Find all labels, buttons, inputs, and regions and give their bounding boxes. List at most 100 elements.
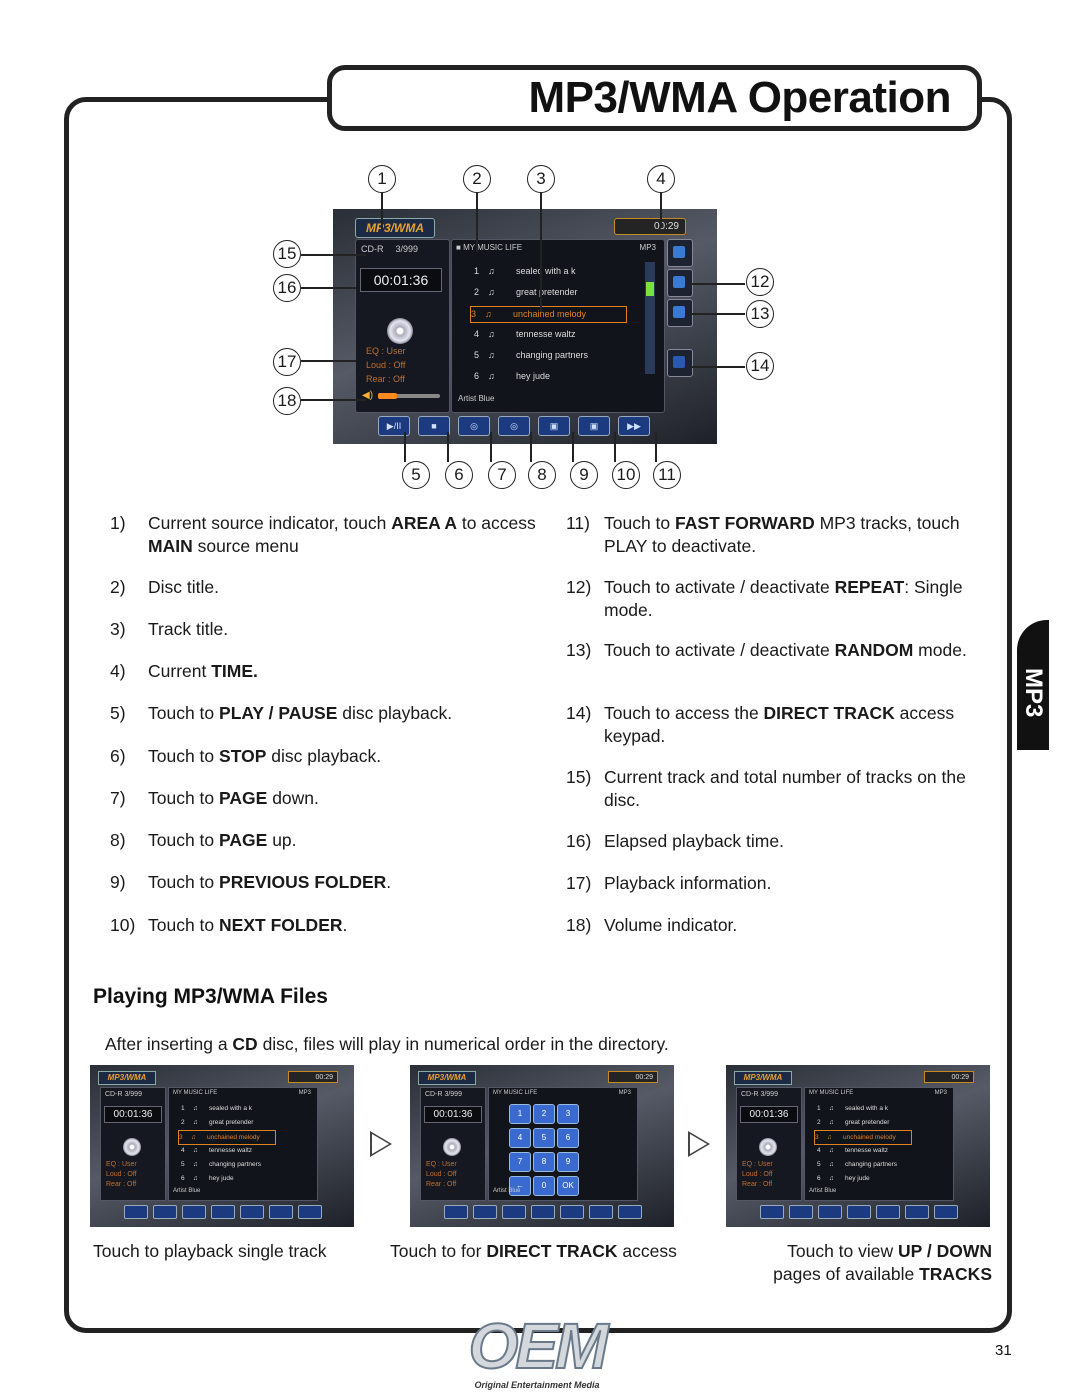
repeat-button[interactable] [667,269,693,297]
next-folder-button[interactable]: ▣ [578,416,610,436]
play-pause-button[interactable]: ▶/II [378,416,410,436]
folder-header: ■ MY MUSIC LIFE MP3 [456,243,656,252]
keypad-key[interactable]: 1 [509,1104,531,1124]
track-row[interactable]: 6♫hey jude [181,1172,301,1185]
callout-3: 3 [527,165,555,193]
page-up-button[interactable]: ◎ [498,416,530,436]
note-icon: ♫ [193,1161,198,1168]
section-intro: After inserting a CD disc, files will pl… [105,1034,669,1054]
track-row[interactable]: 1♫sealed with a k [474,264,644,279]
fast-forward-button[interactable]: ▶▶ [618,416,650,436]
keypad-key[interactable]: 4 [509,1128,531,1148]
note-icon: ♫ [827,1134,832,1141]
section-title: Playing MP3/WMA Files [93,985,328,1008]
track-row[interactable]: 6♫hey jude [817,1172,937,1185]
callout-5: 5 [402,461,430,489]
track-row[interactable]: 3♫unchained melody [814,1130,912,1145]
volume-indicator[interactable]: ◀) [362,390,442,402]
keypad-key[interactable]: 7 [509,1152,531,1172]
keypad-key[interactable]: OK [557,1176,579,1196]
callout-12: 12 [746,268,774,296]
track-row[interactable]: 2♫great pretender [817,1116,937,1129]
source-indicator[interactable]: MP3/WMA [355,218,435,238]
callout-11: 11 [653,461,681,489]
track-row[interactable]: 3♫unchained melody [178,1130,276,1145]
callout-14: 14 [746,352,774,380]
disc-icon [387,318,413,344]
folder-icon: ■ [456,243,464,252]
note-icon: ♫ [829,1105,834,1112]
arrow-right-icon [688,1131,710,1157]
note-icon: ♫ [829,1147,834,1154]
track-row[interactable]: 3♫unchained melody [470,306,627,323]
callout-4: 4 [647,165,675,193]
track-row[interactable]: 2♫great pretender [474,285,644,300]
callout-16: 16 [273,274,301,302]
page-down-button[interactable]: ◎ [458,416,490,436]
callout-2: 2 [463,165,491,193]
track-row[interactable]: 1♫sealed with a k [817,1102,937,1115]
artist-label: Artist Blue [458,394,495,403]
folder-button[interactable] [667,239,693,267]
playback-info: EQ : User Loud : Off Rear : Off [366,346,406,384]
track-row[interactable]: 5♫changing partners [474,348,644,363]
speaker-icon: ◀) [362,390,374,401]
disc-icon [759,1138,777,1156]
note-icon: ♫ [488,350,495,360]
note-icon: ♫ [829,1119,834,1126]
caption-single-track: Touch to playback single track [93,1241,327,1261]
note-icon: ♫ [488,329,495,339]
elapsed-time: 00:01:36 [360,268,442,292]
control-bar: ▶/II ■ ◎ ◎ ▣ ▣ ▶▶ [378,416,650,436]
callout-8: 8 [528,461,556,489]
keypad-key[interactable]: ← [509,1176,531,1196]
keypad-key[interactable]: 9 [557,1152,579,1172]
note-icon: ♫ [488,287,495,297]
track-row[interactable]: 6♫hey jude [474,369,644,384]
keypad-key[interactable]: 0 [533,1176,555,1196]
caption-page-tracks: Touch to view UP / DOWN pages of availab… [773,1241,992,1284]
track-scrollbar[interactable] [645,262,655,374]
track-row[interactable]: 5♫changing partners [817,1158,937,1171]
callout-17: 17 [273,348,301,376]
track-row[interactable]: 5♫changing partners [181,1158,301,1171]
keypad-key[interactable]: 2 [533,1104,555,1124]
note-icon: ♫ [193,1175,198,1182]
note-icon: ♫ [829,1175,834,1182]
page-title: MP3/WMA Operation [327,65,982,131]
keypad-key[interactable]: 6 [557,1128,579,1148]
track-row[interactable]: 2♫great pretender [181,1116,301,1129]
callout-7: 7 [488,461,516,489]
keypad-key[interactable]: 8 [533,1152,555,1172]
side-tab-label: MP3 [1020,668,1047,718]
note-icon: ♫ [488,371,495,381]
keypad-key[interactable]: 5 [533,1128,555,1148]
oem-logo: OEM Original Entertainment Media [468,1310,610,1390]
note-icon: ♫ [191,1134,196,1141]
callout-10: 10 [612,461,640,489]
note-icon: ♫ [193,1147,198,1154]
callout-1: 1 [368,165,396,193]
track-row[interactable]: 4♫tennesse waltz [181,1144,301,1157]
track-row[interactable]: 4♫tennesse waltz [817,1144,937,1157]
stop-button[interactable]: ■ [418,416,450,436]
direct-track-button[interactable] [667,349,693,377]
page-number: 31 [995,1342,1012,1359]
random-button[interactable] [667,299,693,327]
disc-icon [443,1138,461,1156]
note-icon: ♫ [193,1105,198,1112]
track-row[interactable]: 1♫sealed with a k [181,1102,301,1115]
note-icon: ♫ [193,1119,198,1126]
note-icon: ♫ [829,1161,834,1168]
note-icon: ♫ [488,266,495,276]
previous-folder-button[interactable]: ▣ [538,416,570,436]
track-list-panel: ■ MY MUSIC LIFE MP3 1♫sealed with a k 2♫g… [451,239,665,413]
section-side-tab: MP3 [1017,620,1049,750]
track-row[interactable]: 4♫tennesse waltz [474,327,644,342]
keypad-key[interactable]: 3 [557,1104,579,1124]
callout-13: 13 [746,300,774,328]
